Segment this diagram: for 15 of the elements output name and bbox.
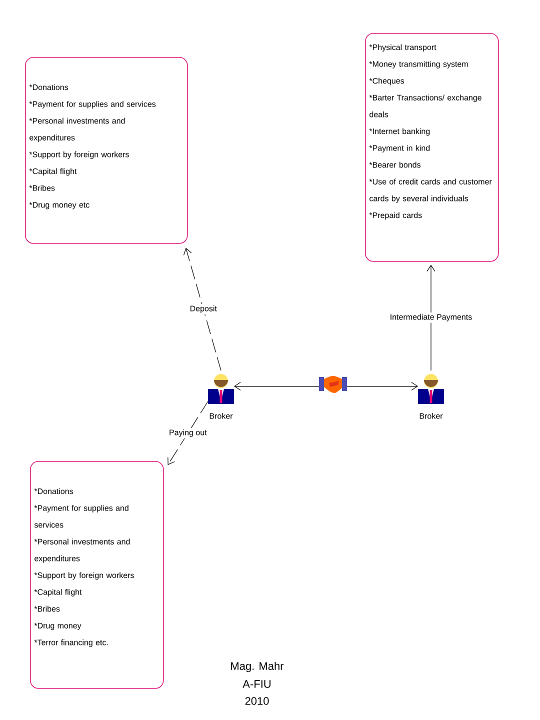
footer-text: A-FIU <box>242 680 270 688</box>
person-name: Broker <box>210 412 233 419</box>
list-box: *Donations *Payment for supplies and services *Personal investments and expenditures *Support by foreign workers *Capital flight *Bribes *Drug money *Terror financing etc. <box>30 461 164 689</box>
arrow <box>168 400 208 465</box>
person-name: Broker <box>420 412 443 419</box>
arrow <box>183 248 222 371</box>
arrow <box>426 264 436 371</box>
footer-text: 2010 <box>245 697 269 705</box>
edge-label: Intermediate Payments <box>388 312 474 323</box>
list-box: *Physical transport *Money transmitting system *Cheques *Barter Transactions/ exchange deals *Internet banking *Payment in kind *Bearer bonds *Use of credit cards and customer cards by several individuals *Prepaid cards <box>365 33 499 262</box>
edge-label: Paying out <box>168 428 208 438</box>
arrow <box>234 382 418 391</box>
edge-label: Deposit <box>188 304 218 314</box>
footer-text: Mag. Mahr <box>231 662 284 672</box>
list-box: *Donations *Payment for supplies and services *Personal investments and expenditures *Support by foreign workers *Capital flight *Bribes *Drug money etc <box>25 57 188 244</box>
